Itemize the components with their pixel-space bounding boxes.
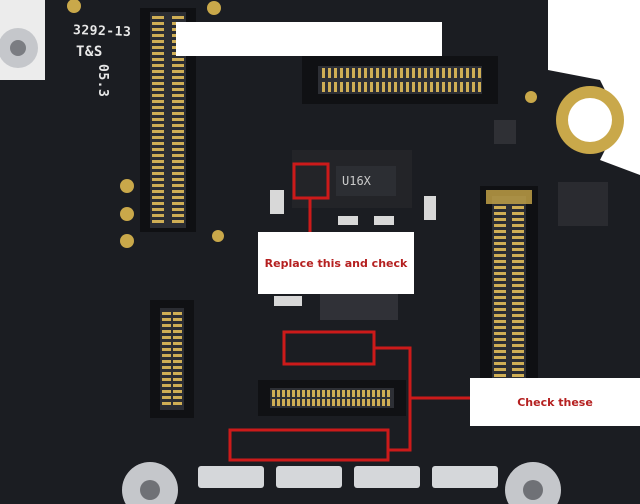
chip-marking: U16X (342, 174, 371, 188)
secondary-chip (320, 290, 398, 320)
connector-top-horizontal (302, 56, 498, 104)
silkscreen-brand: T&S (76, 44, 103, 60)
replace-callout-text: Replace this and check (264, 256, 408, 270)
red-annotations (228, 162, 470, 462)
redaction-bar (176, 22, 442, 56)
side-chip (558, 182, 608, 226)
silkscreen-part-code: 3292-13 (72, 22, 132, 41)
connector-pins (152, 16, 524, 406)
bottom-shield-pads (198, 466, 498, 488)
check-callout: Check these (470, 378, 640, 426)
connector-lower-left (150, 300, 194, 418)
smd-components (270, 120, 516, 306)
check-highlight-bottom (228, 428, 390, 462)
connector-right-vertical (480, 186, 538, 388)
check-callout-text: Check these (517, 395, 593, 409)
silkscreen-revision: 05.3 (95, 64, 110, 98)
gold-pads (67, 0, 537, 248)
connector-bottom-horizontal (258, 380, 406, 416)
replace-callout: Replace this and check (258, 232, 414, 294)
